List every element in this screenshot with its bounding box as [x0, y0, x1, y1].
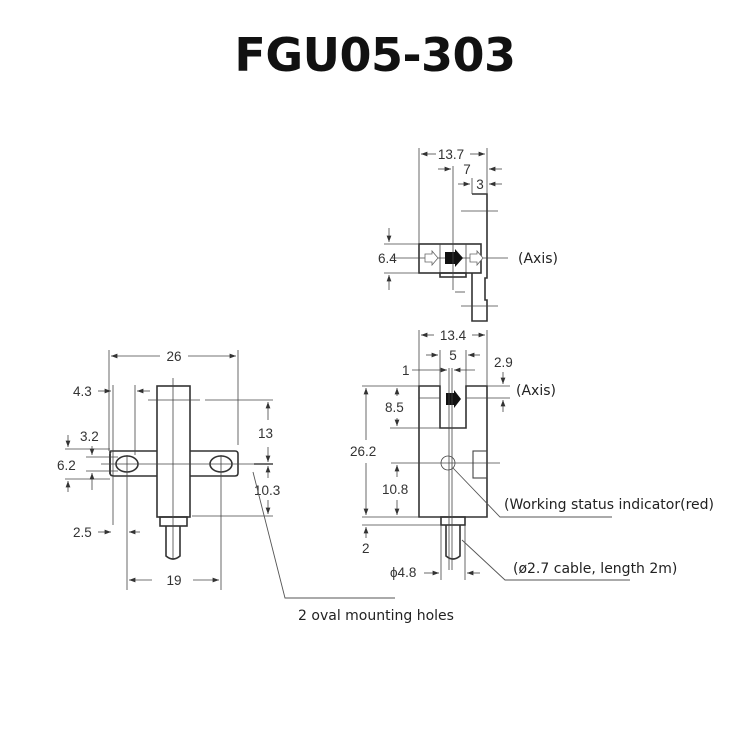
dim-cable-protrusion: 2	[362, 541, 370, 556]
dim-overall-width: 13.7	[438, 147, 464, 162]
beam-arrow-icon	[445, 249, 463, 267]
dim-axis-offset: 2.9	[494, 355, 513, 370]
dim-hole-pitch: 19	[166, 573, 181, 588]
side-view: 26 4.3 3.2 6.2 2.5 19 13 10.3 2 oval mou…	[57, 349, 454, 624]
receiver-arrow-icon	[469, 249, 484, 267]
holes-note: 2 oval mounting holes	[298, 608, 454, 624]
side-view-housing	[156, 385, 191, 518]
top-view-flange	[471, 193, 488, 322]
dim-hole-edge: 2.5	[73, 525, 92, 540]
dim-flange: 3	[476, 177, 484, 192]
front-view: 13.4 5 1 2.9 8.5 26.2 10.8 2 ϕ4.8 (Axis)…	[350, 328, 714, 581]
dim-edge-to-hole: 4.3	[73, 384, 92, 399]
dim-front-width: 13.4	[440, 328, 467, 343]
dim-indicator-height: 10.8	[382, 482, 408, 497]
dim-flange-height: 6.2	[57, 458, 76, 473]
front-axis-label: (Axis)	[516, 383, 556, 399]
indicator-note: (Working status indicator(red)	[504, 497, 714, 513]
dim-upper-height: 13	[258, 426, 273, 441]
emitter-arrow-icon	[424, 249, 439, 267]
dim-hole-width: 3.2	[80, 429, 99, 444]
model-title: FGU05-303	[234, 28, 516, 82]
dim-slot: 5	[449, 348, 457, 363]
top-view: 13.7 7 3 6.4 (Axis)	[378, 147, 558, 322]
cable-note: (ø2.7 cable, length 2m)	[513, 561, 677, 577]
front-beam-arrow-icon	[446, 390, 461, 408]
dim-side-width: 26	[166, 349, 181, 364]
dim-front-height: 26.2	[350, 444, 376, 459]
dim-slot-center: 7	[463, 162, 471, 177]
dim-aperture: 1	[402, 363, 410, 378]
top-axis-label: (Axis)	[518, 251, 558, 267]
dim-height: 6.4	[378, 251, 397, 266]
dim-slot-depth: 8.5	[385, 400, 404, 415]
dim-cable-diameter: ϕ4.8	[390, 565, 416, 580]
dim-lower-height: 10.3	[254, 483, 280, 498]
